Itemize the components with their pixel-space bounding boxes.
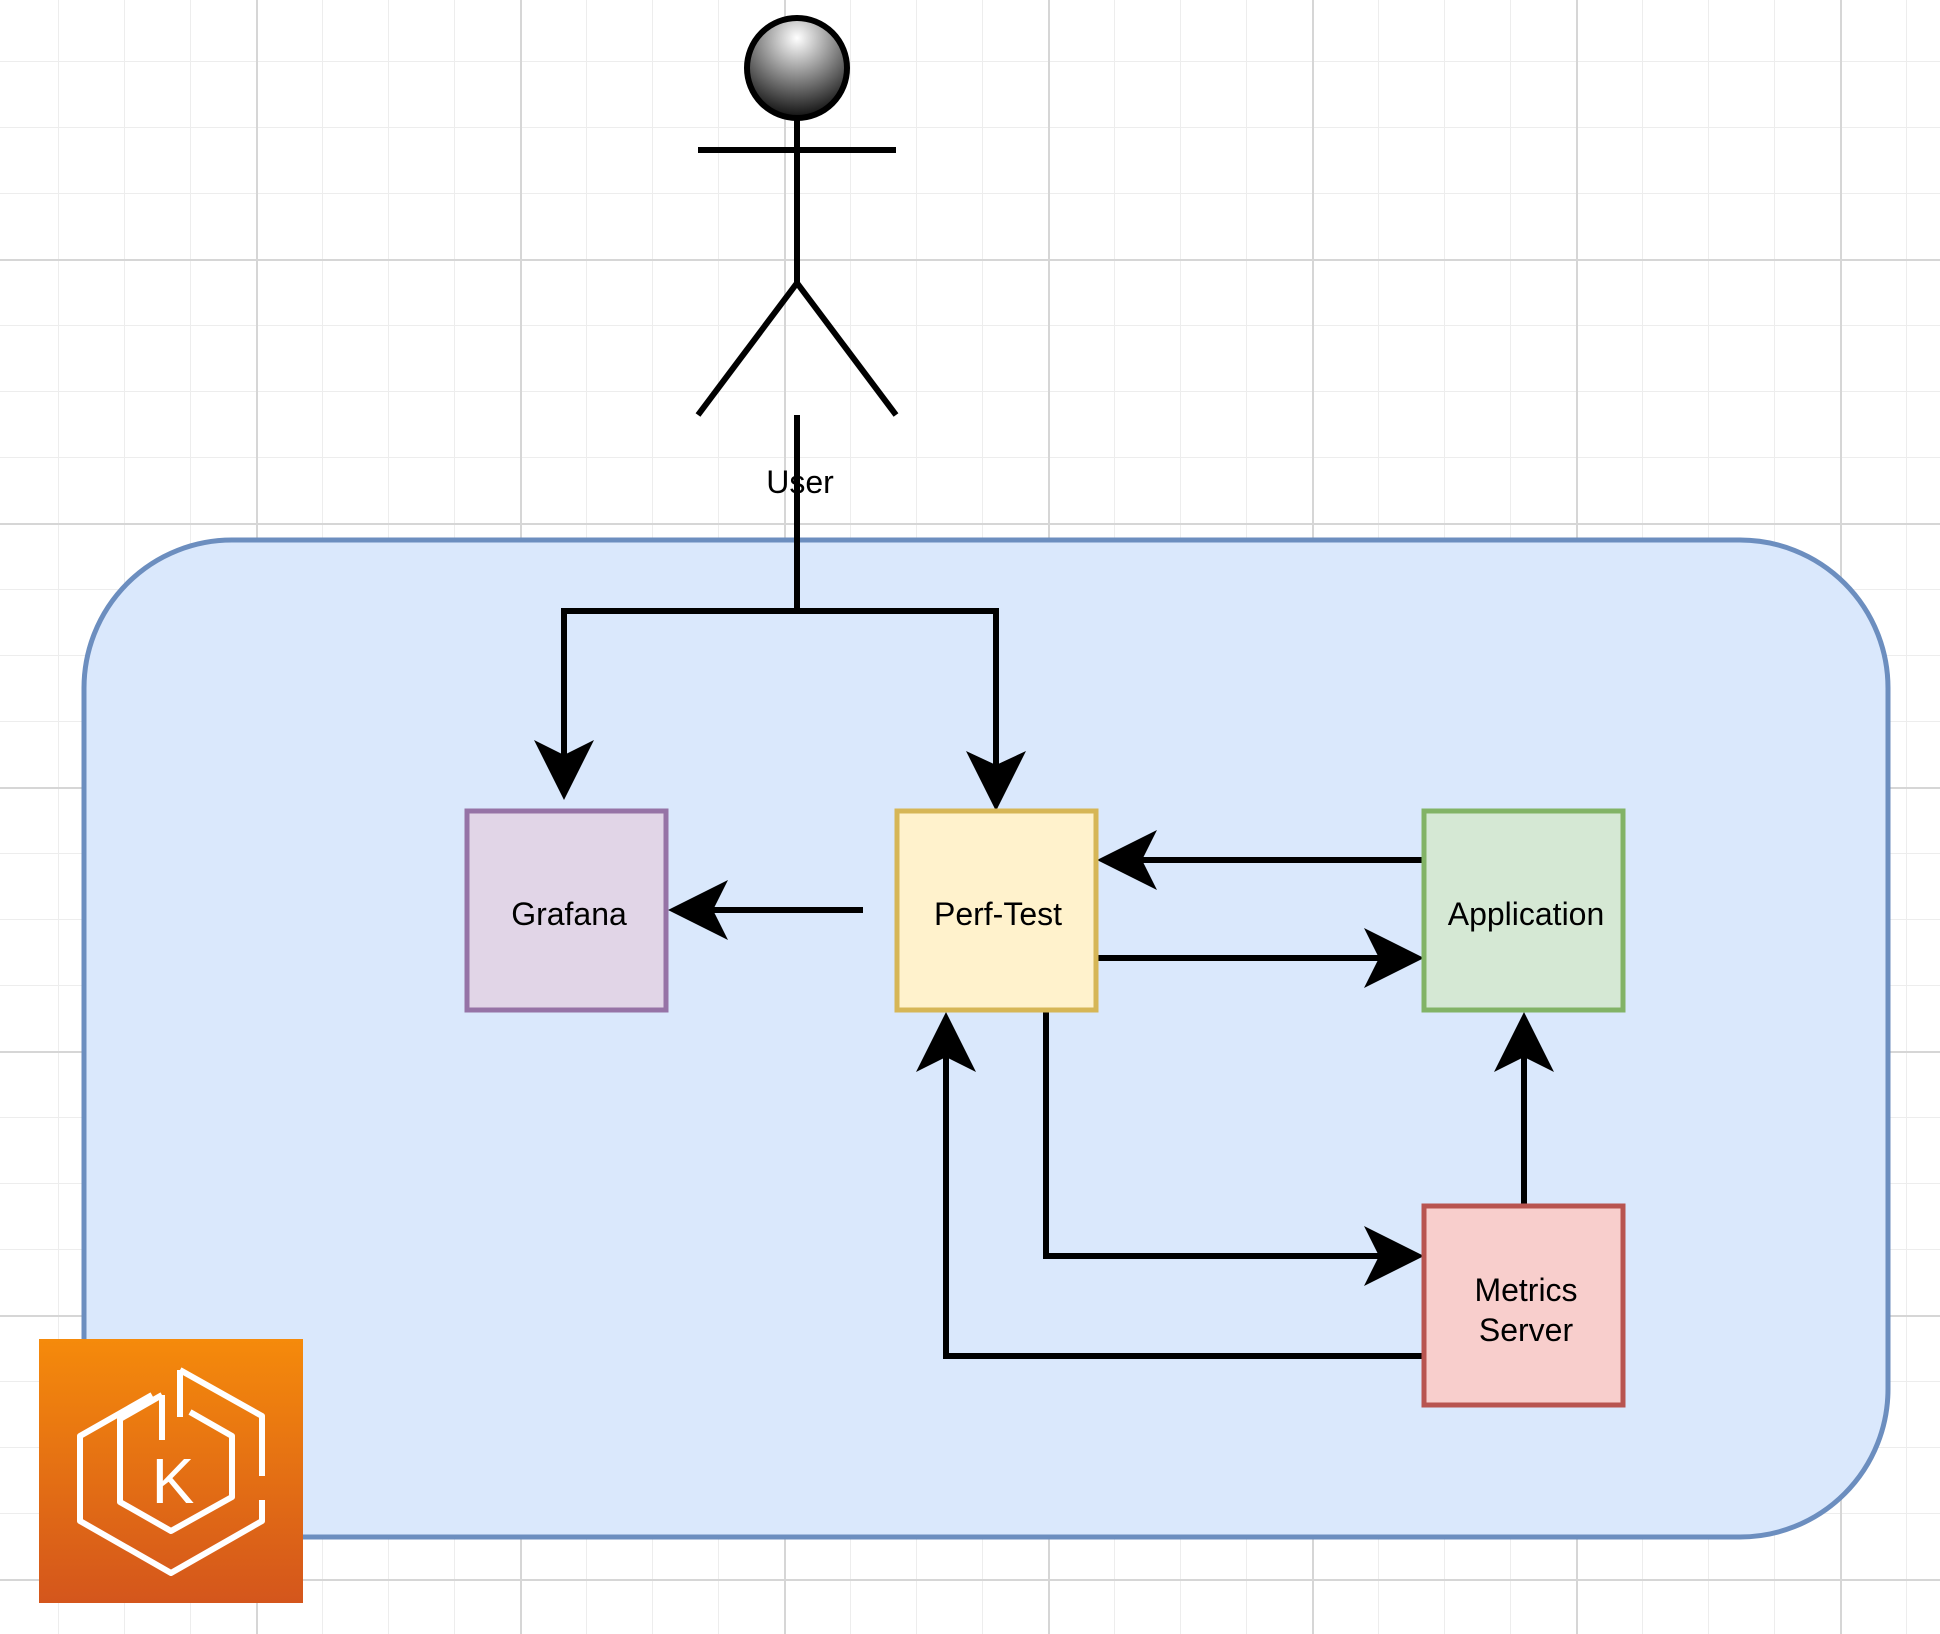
user-label: User: [766, 464, 834, 500]
metrics-server-label-line2: Server: [1479, 1312, 1574, 1348]
user-actor-leg-right: [794, 281, 899, 417]
application-node[interactable]: Application: [1421, 808, 1626, 1013]
perf-test-node[interactable]: Perf-Test: [894, 808, 1099, 1013]
user-actor-head: [744, 15, 850, 121]
edge-user-split[interactable]: [561, 415, 999, 765]
arrowhead-metrics-server-to-perf-test: [916, 1012, 976, 1072]
user-actor[interactable]: [695, 15, 899, 417]
grafana-label: Grafana: [511, 896, 627, 932]
kubernetes-eks-icon: K: [39, 1339, 303, 1603]
kubernetes-icon-letter: K: [152, 1445, 195, 1517]
edge-metrics-server-to-perf-test[interactable]: [943, 1055, 1422, 1359]
grafana-node[interactable]: Grafana: [464, 808, 669, 1013]
arrowhead-metrics-server-to-application: [1494, 1012, 1554, 1072]
arrowhead-application-to-perf-test: [1097, 830, 1157, 890]
arrowhead-user-to-grafana: [534, 740, 594, 800]
edge-perf-test-to-metrics-server[interactable]: [1043, 1012, 1380, 1259]
metrics-server-label-line1: Metrics: [1474, 1272, 1577, 1308]
arrowhead-user-to-perf-test: [966, 751, 1026, 811]
arrowhead-perf-test-to-grafana: [668, 880, 728, 940]
perf-test-label: Perf-Test: [934, 896, 1062, 932]
arrowhead-perf-test-to-application: [1364, 928, 1424, 988]
application-label: Application: [1448, 896, 1605, 932]
metrics-server-node[interactable]: Metrics Server: [1421, 1203, 1626, 1408]
user-actor-leg-left: [695, 281, 800, 417]
arrowhead-perf-test-to-metrics-server: [1364, 1226, 1424, 1286]
